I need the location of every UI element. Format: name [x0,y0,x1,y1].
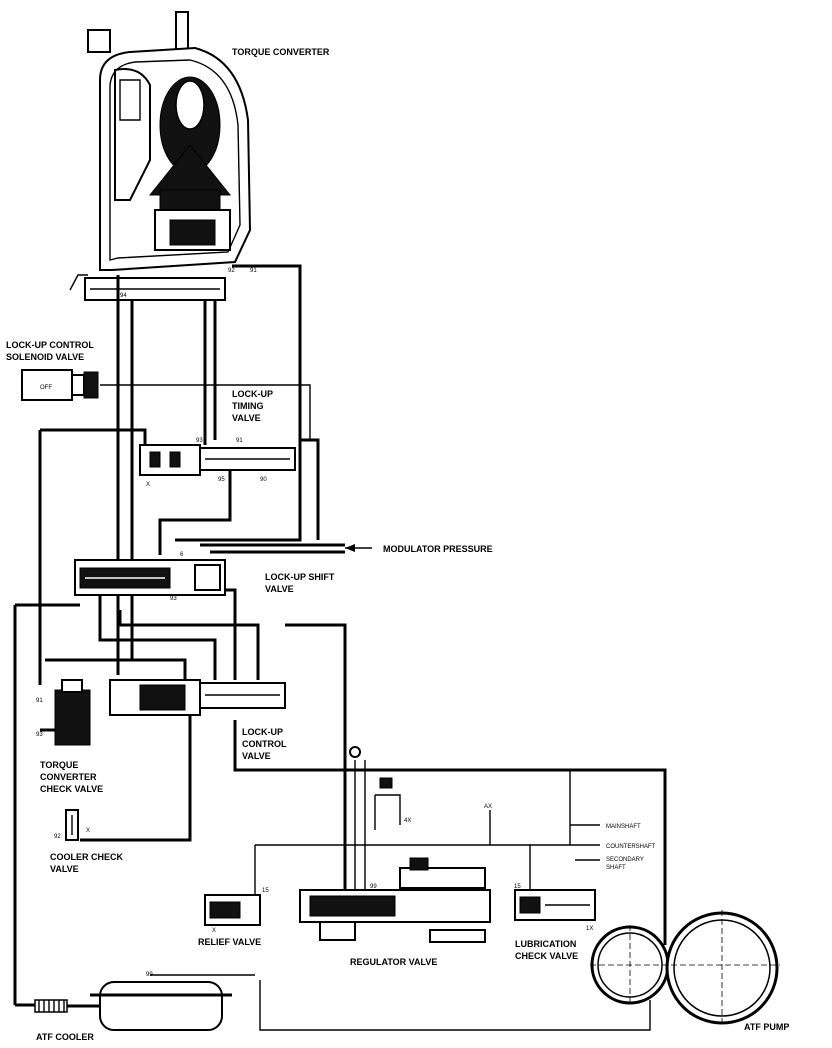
timing-valve-label-line3: VALVE [232,413,261,423]
port-code: 6 [180,552,184,558]
control-valve-label-line1: LOCK-UP [242,727,283,737]
relief-valve [204,894,261,926]
port-code: 93 [170,596,177,602]
port-code: 15 [262,888,269,894]
port-codes: 92 91 94 91 93 95 90 6 93 X 91 93 X 92 1… [36,268,593,978]
lockup-timing-valve [139,444,296,476]
atf-cooler-label: ATF COOLER [36,1032,94,1042]
port-code: 90 [260,477,267,483]
cooler-check-label-line1: COOLER CHECK [50,852,124,862]
atf-cooler [34,999,68,1013]
solenoid-label-line2: SOLENOID VALVE [6,352,84,362]
tc-check-label-line3: CHECK VALVE [40,784,103,794]
tc-check-label-line2: CONVERTER [40,772,97,782]
atf-reservoir [67,981,232,1031]
port-code: 94 [120,293,127,299]
fluid-lines [13,264,667,1031]
regulator-valve-label: REGULATOR VALVE [350,957,437,967]
torque-converter [69,11,252,301]
port-code: 95 [218,477,225,483]
port-code: 4X [404,818,411,824]
port-code: 91 [236,438,243,444]
port-code: 91 [36,698,43,704]
lockup-control-valve [109,679,286,716]
torque-converter-label: TORQUE CONVERTER [232,47,330,57]
timing-valve-label-line1: LOCK-UP [232,389,273,399]
port-code: 92 [54,834,61,840]
lockup-control-solenoid-valve: OFF [21,369,99,401]
port-code: 93 [196,438,203,444]
port-code: 1X [586,926,593,932]
port-code: X [212,928,216,934]
port-code: 99 [370,884,377,890]
countershaft-label: COUNTERSHAFT [606,844,656,850]
lubrication-label-line1: LUBRICATION [515,939,576,949]
port-code: X [86,828,90,834]
tc-check-label-line1: TORQUE [40,760,78,770]
port-code: 92 [228,268,235,274]
secondary-shaft-label-line1: SECONDARY [606,857,644,863]
control-valve-label-line3: VALVE [242,751,271,761]
timing-valve-label-line2: TIMING [232,401,264,411]
regulator-valve [299,746,491,943]
control-valve-label-line2: CONTROL [242,739,287,749]
cooler-check-label-line2: VALVE [50,864,79,874]
lubrication-label-line2: CHECK VALVE [515,951,578,961]
cooler-check-valve [65,809,79,841]
modulator-arrow [345,544,372,552]
solenoid-label-line1: LOCK-UP CONTROL [6,340,94,350]
port-code: X [146,482,150,488]
lockup-shift-valve [74,559,226,596]
port-code: 15 [514,884,521,890]
shift-valve-label-line1: LOCK-UP SHIFT [265,572,335,582]
port-code: 93 [36,732,43,738]
atf-pump-label: ATF PUMP [744,1022,789,1032]
port-code: 91 [250,268,257,274]
shift-valve-label-line2: VALVE [265,584,294,594]
mainshaft-label: MAINSHAFT [606,824,641,830]
relief-valve-label: RELIEF VALVE [198,937,261,947]
drain-symbol [379,777,393,789]
atf-pump [590,910,780,1025]
solenoid-state-text: OFF [40,385,52,391]
lubrication-check-valve [514,889,596,921]
modulator-pressure-label: MODULATOR PRESSURE [383,544,493,554]
torque-converter-check-valve [40,679,91,746]
port-code: AX [484,804,492,810]
port-code: 99 [146,972,153,978]
secondary-shaft-label-line2: SHAFT [606,865,626,871]
